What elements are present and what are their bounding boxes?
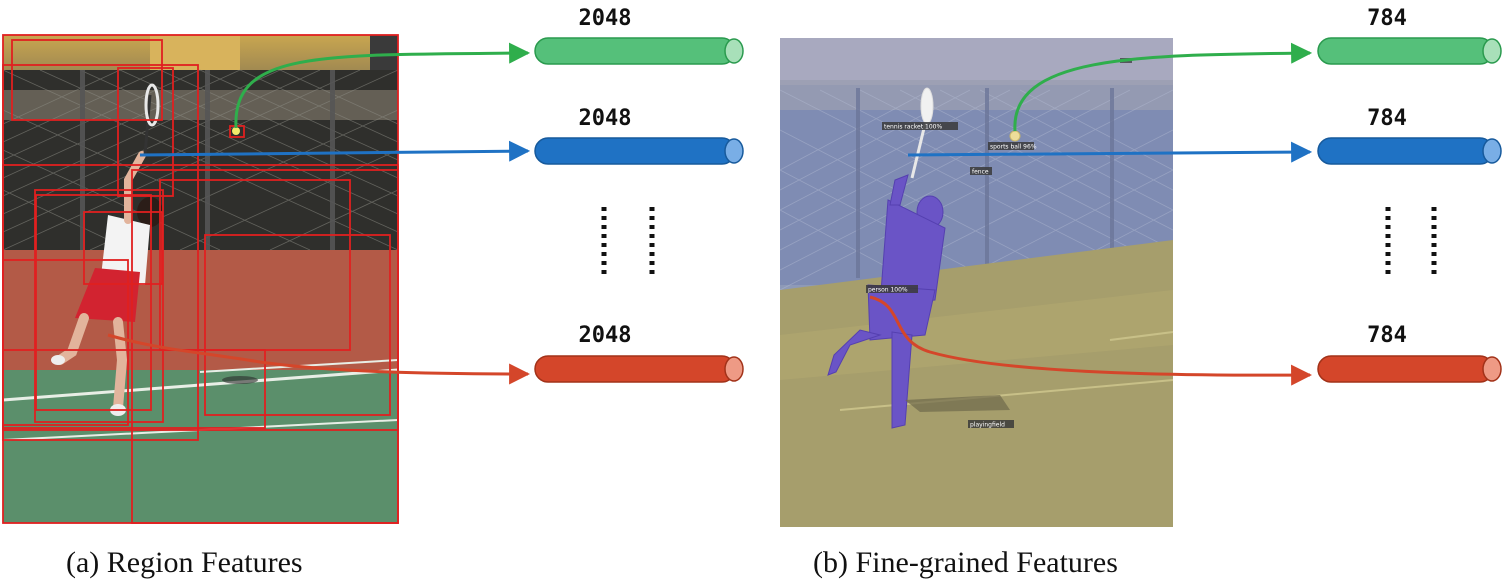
region-bounding-boxes: [2, 34, 399, 524]
blue-arrow-right: [907, 141, 1313, 163]
dim-label-right-3: 784: [1367, 323, 1407, 348]
blue-arrow-left: [139, 140, 531, 162]
mask-label-playingfield: playingfield: [970, 422, 1005, 429]
mask-label-racket: tennis racket 100%: [884, 124, 942, 131]
feature-vector-red-left: [534, 355, 744, 383]
dim-label-left-2: 2048: [579, 106, 632, 131]
feature-vector-green-left: [534, 37, 744, 65]
caption-region-features: (a) Region Features: [66, 546, 303, 579]
ellipsis-dots-left: [601, 207, 655, 278]
red-arrow-left: [107, 333, 531, 385]
feature-vector-green-right: [1317, 37, 1502, 65]
segmentation-photo: [779, 38, 1174, 527]
feature-vector-blue-left: [534, 137, 744, 165]
ellipsis-dots-right: [1385, 207, 1437, 278]
dim-label-right-2: 784: [1367, 106, 1407, 131]
mask-label-tags: tennis racket 100% sports ball 96% fence…: [866, 122, 1037, 429]
mask-label-ball: sports ball 96%: [990, 144, 1037, 151]
dim-label-left-1: 2048: [579, 6, 632, 31]
dim-label-right-1: 784: [1367, 6, 1407, 31]
mask-label-fence: fence: [972, 169, 989, 176]
caption-fine-grained-features: (b) Fine-grained Features: [813, 546, 1118, 579]
green-arrow-left: [234, 42, 531, 129]
dim-label-left-3: 2048: [579, 323, 632, 348]
mask-label-person: person 100%: [868, 287, 908, 294]
feature-vector-red-right: [1317, 355, 1502, 383]
feature-vector-blue-right: [1317, 137, 1502, 165]
region-photo: [2, 35, 399, 523]
red-arrow-right: [869, 295, 1313, 386]
green-arrow-right: [1013, 42, 1313, 132]
